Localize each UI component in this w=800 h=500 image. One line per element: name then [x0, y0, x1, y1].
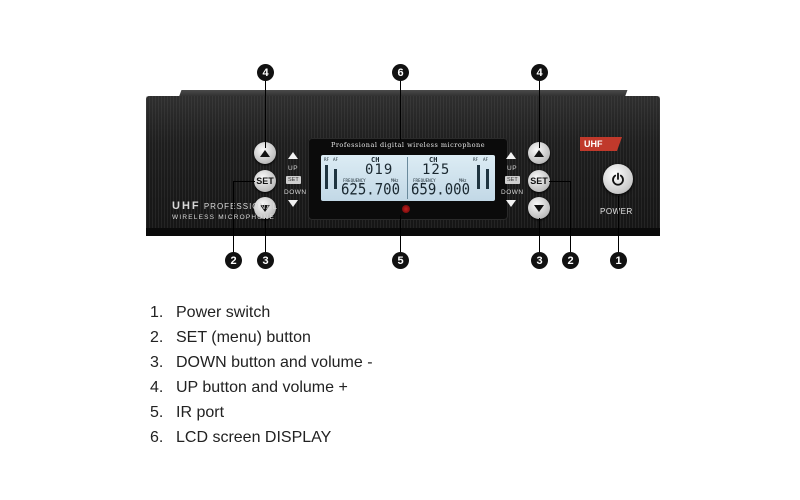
down-button-left[interactable]: [254, 197, 276, 219]
callout-3-right: 3: [531, 252, 548, 269]
legend-text: UP button and volume +: [176, 379, 348, 396]
leader-3-left: [265, 218, 266, 254]
af-meter-left: [334, 169, 337, 189]
frequency-label-left: FREQUENCY: [343, 178, 366, 183]
brand-uhf: UHF: [172, 200, 201, 212]
callout-4-right: 4: [531, 64, 548, 81]
brand-professional: PROFESSIONAL: [203, 202, 279, 211]
up-indicator-right: [506, 152, 516, 159]
legend-item: 6.LCD screen DISPLAY: [150, 429, 332, 446]
chassis-base: [146, 228, 660, 236]
af-label-left: AF: [333, 157, 339, 162]
callout-2-right: 2: [562, 252, 579, 269]
receiver-unit: SET UP SET DOWN UHF PROFESSIONAL WIRELES…: [146, 90, 660, 236]
leader-4-left: [265, 80, 266, 148]
down-text-right: DOWN: [501, 189, 524, 196]
set-badge-left: SET: [286, 176, 301, 184]
af-label-right: AF: [483, 157, 489, 162]
legend-item: 5.IR port: [150, 404, 225, 421]
legend-text: IR port: [176, 404, 225, 421]
ir-port: [402, 205, 410, 213]
frequency-right: 659.000: [411, 180, 471, 200]
legend-text: LCD screen DISPLAY: [176, 429, 332, 446]
legend-item: 2.SET (menu) button: [150, 329, 311, 346]
set-label-left: SET: [256, 176, 274, 186]
mhz-label-left: MHz: [391, 178, 399, 183]
legend-text: Power switch: [176, 304, 271, 321]
leader-6: [400, 80, 401, 140]
rf-label-left: RF: [324, 157, 330, 162]
set-button-left[interactable]: SET: [254, 170, 276, 192]
up-button-left[interactable]: [254, 142, 276, 164]
callout-1: 1: [610, 252, 627, 269]
set-button-right[interactable]: SET: [528, 170, 550, 192]
callout-3-left: 3: [257, 252, 274, 269]
brand-label: UHF PROFESSIONAL WIRELESS MICROPHONE: [172, 200, 278, 221]
up-button-right[interactable]: [528, 142, 550, 164]
up-text-left: UP: [288, 165, 299, 172]
frequency-left: 625.700: [341, 180, 401, 200]
rf-meter-left: [325, 165, 328, 189]
legend-list: 1.Power switch 2.SET (menu) button 3.DOW…: [150, 300, 373, 450]
leader-2-left-v: [233, 181, 234, 253]
down-indicator-right: [506, 200, 516, 207]
lcd-caption: Professional digital wireless microphone: [330, 141, 486, 149]
frequency-label-right: FREQUENCY: [413, 178, 436, 183]
legend-text: DOWN button and volume -: [176, 354, 373, 371]
lcd-display: RF AF CH 019 FREQUENCY MHz 625.700 CH 12…: [321, 155, 495, 201]
channel-left: 019: [365, 162, 394, 178]
down-text-left: DOWN: [284, 189, 307, 196]
brand-wireless: WIRELESS MICROPHONE: [172, 214, 275, 221]
uhf-badge: UHF: [580, 137, 622, 151]
down-indicator-left: [288, 200, 298, 207]
callout-5: 5: [392, 252, 409, 269]
set-badge-right: SET: [505, 176, 520, 184]
callout-2-left: 2: [225, 252, 242, 269]
rf-label-right: RF: [473, 157, 479, 162]
callout-6: 6: [392, 64, 409, 81]
legend-item: 3.DOWN button and volume -: [150, 354, 373, 371]
lcd-divider: [407, 157, 408, 199]
leader-1: [618, 196, 619, 253]
leader-3-right: [539, 218, 540, 254]
leader-5: [400, 215, 401, 253]
rf-meter-right: [477, 165, 480, 189]
down-button-right[interactable]: [528, 197, 550, 219]
leader-2-left-h: [233, 181, 255, 182]
af-meter-right: [486, 169, 489, 189]
ch-label-right: CH: [429, 156, 438, 164]
legend-item: 1.Power switch: [150, 304, 271, 321]
legend-item: 4.UP button and volume +: [150, 379, 348, 396]
leader-2-right-v: [570, 181, 571, 253]
lcd-screen: Professional digital wireless microphone…: [308, 138, 508, 220]
set-label-right: SET: [530, 176, 548, 186]
leader-4-right: [539, 80, 540, 148]
power-icon: [612, 172, 624, 186]
mhz-label-right: MHz: [459, 178, 467, 183]
ch-label-left: CH: [371, 156, 380, 164]
up-indicator-left: [288, 152, 298, 159]
leader-2-right-h: [549, 181, 571, 182]
power-label: POWER: [600, 207, 633, 216]
callout-4-left: 4: [257, 64, 274, 81]
channel-right: 125: [422, 162, 451, 178]
legend-text: SET (menu) button: [176, 329, 311, 346]
power-switch[interactable]: [603, 164, 633, 194]
up-text-right: UP: [507, 165, 518, 172]
